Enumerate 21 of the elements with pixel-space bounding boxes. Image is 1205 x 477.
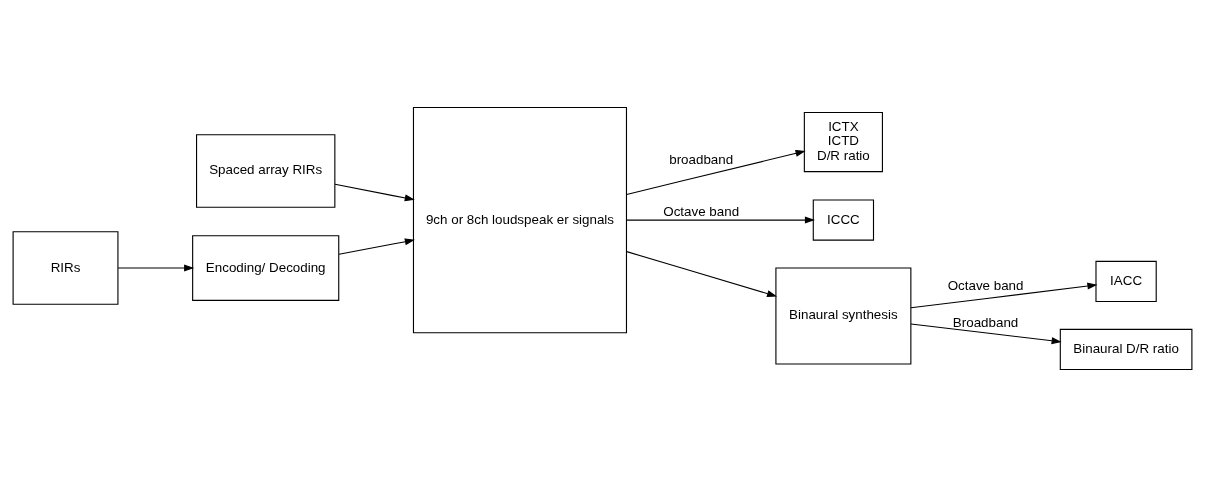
arrow bbox=[910, 282, 1098, 309]
node-box: ICTX ICTD D/R ratio bbox=[803, 111, 883, 173]
arrow bbox=[626, 251, 778, 298]
node-box: IACC bbox=[1095, 260, 1157, 303]
arrow bbox=[626, 149, 806, 195]
arrow bbox=[910, 323, 1062, 345]
arrow bbox=[338, 238, 415, 255]
edge-label: Octave band bbox=[663, 204, 740, 220]
node-box: Binaural D/R ratio bbox=[1059, 328, 1193, 371]
node-box: Encoding/ Decoding bbox=[192, 235, 340, 301]
node-box: 9ch or 8ch loudspeak er signals bbox=[412, 106, 628, 334]
edge-label: Broadband bbox=[952, 314, 1019, 330]
arrow bbox=[117, 264, 195, 272]
node-box: Spaced array RIRs bbox=[196, 134, 336, 208]
node-box: Binaural synthesis bbox=[775, 267, 912, 365]
edge-label: broadband bbox=[669, 151, 734, 167]
node-box: RIRs bbox=[12, 231, 119, 305]
arrow bbox=[626, 216, 815, 224]
arrow bbox=[334, 183, 415, 202]
edge-label: Octave band bbox=[947, 277, 1024, 293]
node-box: ICCC bbox=[812, 199, 875, 241]
